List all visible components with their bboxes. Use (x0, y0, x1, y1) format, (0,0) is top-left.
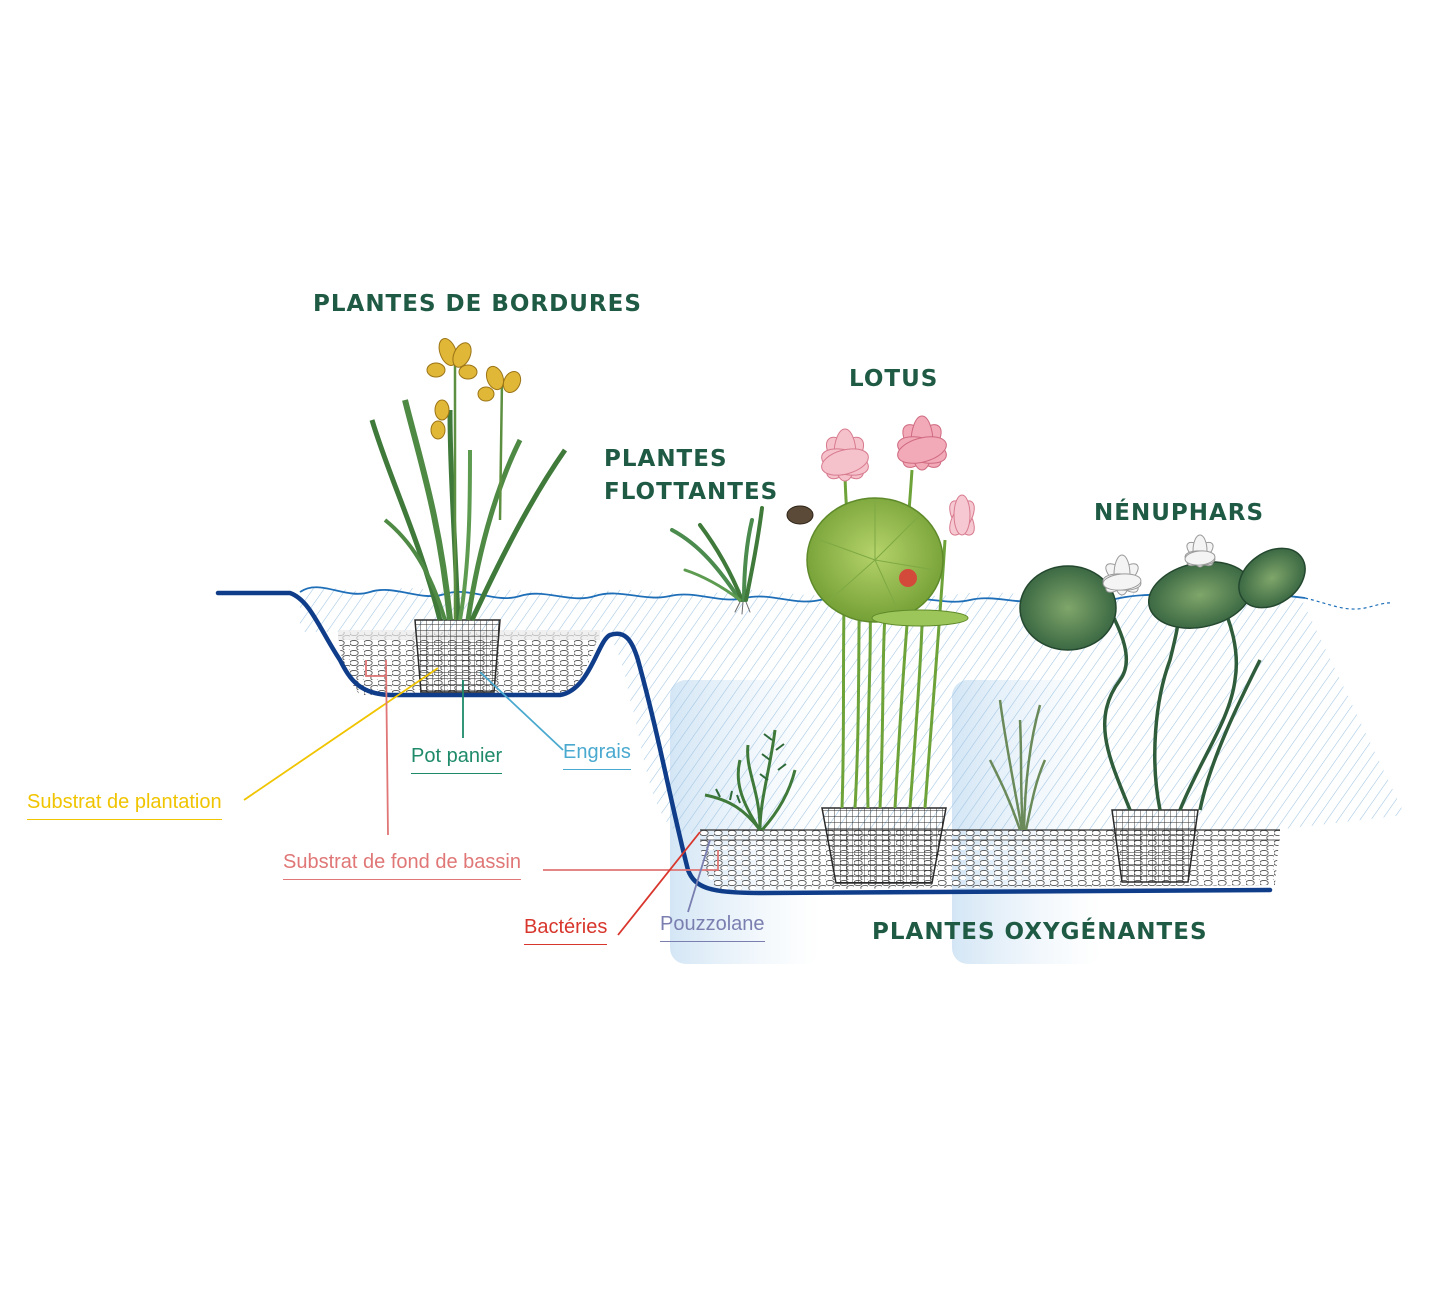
lotus-flower-2 (897, 415, 947, 471)
title-waterlilies: NÉNUPHARS (1094, 500, 1265, 526)
pot-basket-lotus (821, 807, 947, 884)
label-fertilizer: Engrais (563, 740, 631, 770)
label-bottom-substrate: Substrat de fond de bassin (283, 850, 521, 880)
waterlily-flower-1 (1102, 554, 1142, 596)
floating-plant (670, 506, 764, 615)
lotus-plant (786, 415, 975, 809)
title-floating-line2: FLOTTANTES (604, 479, 779, 505)
title-lotus: LOTUS (849, 366, 939, 392)
leader-bottom-substrate (365, 659, 389, 836)
oxygenating-plant-2 (988, 699, 1047, 831)
waterlily-plant (1019, 534, 1306, 811)
waterlily-flower-2 (1184, 534, 1216, 568)
water-surface-tail (1304, 597, 1393, 610)
title-floating-line1: PLANTES (604, 446, 728, 472)
label-pot: Pot panier (411, 744, 503, 774)
label-pozzolan: Pouzzolane (660, 912, 765, 942)
label-planting-substrate: Substrat de plantation (27, 790, 222, 820)
lotus-flower-1 (821, 428, 869, 482)
title-oxygenating: PLANTES OXYGÉNANTES (872, 919, 1208, 945)
title-border-plants: PLANTES DE BORDURES (313, 291, 642, 317)
pot-basket-waterlily (1111, 809, 1199, 883)
leader-planting-substrate (243, 667, 439, 801)
water-body (300, 587, 1405, 835)
lotus-flower-3 (949, 494, 975, 536)
label-bacteria: Bactéries (524, 915, 608, 945)
oxygenating-plant-1 (704, 729, 797, 832)
leader-bacteria (617, 831, 701, 936)
leader-pozzolan (687, 839, 711, 913)
leader-lines (243, 659, 719, 936)
leader-fertilizer (479, 671, 564, 751)
iris-plant (369, 338, 568, 622)
pot-basket-border (414, 619, 501, 693)
leader-bottom-substrate-2 (543, 850, 719, 871)
